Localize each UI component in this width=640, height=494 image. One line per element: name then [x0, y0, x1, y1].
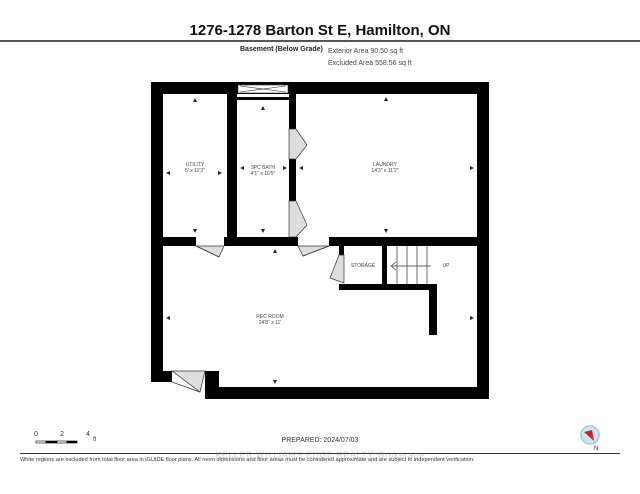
area-summary: Exterior Area 90.50 sq ft Excluded Area … [328, 46, 412, 70]
stairs [390, 246, 431, 284]
room-name: STORAGE [350, 263, 376, 269]
window-top [237, 84, 289, 94]
scale-tick: 0 [34, 431, 38, 438]
room-dims: 24'8" x 11' [258, 320, 282, 326]
level-label: Basement (Below Grade) [240, 46, 323, 53]
page-title: 1276-1278 Barton St E, Hamilton, ON [189, 22, 451, 39]
divider [0, 40, 640, 42]
disclaimer: White regions are excluded from total fl… [20, 457, 475, 463]
prepared-date: PREPARED: 2024/07/03 [281, 437, 359, 444]
door-swings [170, 128, 345, 393]
divider [20, 453, 620, 454]
scale-tick: 4 [86, 431, 90, 438]
scale-unit: ft [93, 437, 97, 443]
compass-icon [580, 425, 600, 445]
walls [151, 82, 489, 399]
excluded-area: Excluded Area 558.56 sq ft [328, 60, 412, 67]
room-name: LAUNDRY [373, 162, 397, 168]
compass-north-label: N [594, 446, 599, 452]
room-dims: 4'1" x 10'5" [250, 171, 276, 177]
room-name: UP [442, 263, 450, 269]
room-name: REC ROOM [256, 314, 284, 320]
room-dims: 5' x 11'3" [185, 168, 205, 174]
exterior-area: Exterior Area 90.50 sq ft [328, 48, 404, 55]
stairs-up-label: UP [438, 263, 454, 269]
dimension-arrows [166, 97, 474, 384]
room-dims: 14'3" x 11'2" [371, 168, 399, 174]
room-storage: STORAGE [344, 263, 382, 269]
room-name: UTILITY [185, 162, 205, 168]
scale-tick: 2 [60, 431, 64, 438]
scale-bar [35, 440, 78, 444]
room-name: 3PC BATH [250, 165, 276, 171]
watermark: KELLER WILLIAMS EDGE REALTY, Brokerage [215, 450, 425, 460]
